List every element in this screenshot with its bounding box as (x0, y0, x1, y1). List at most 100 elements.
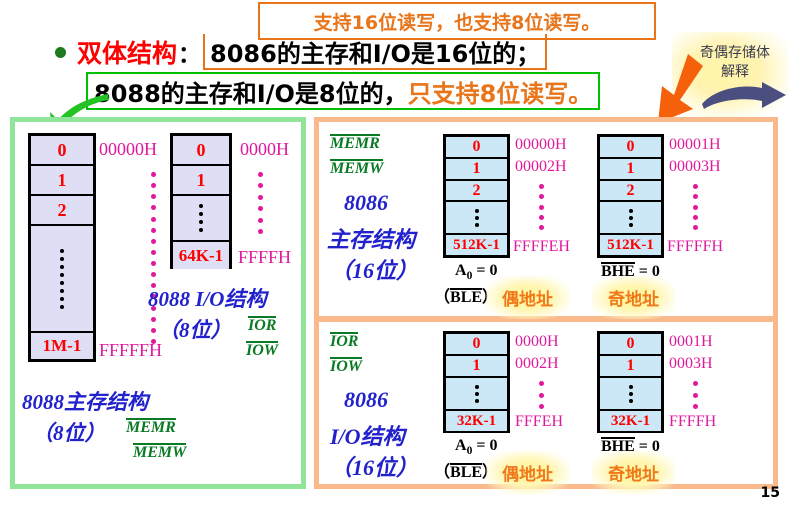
memcell: 1M-1 (31, 333, 93, 359)
select-signal-ble-name: BLE (450, 463, 483, 481)
page-number: 15 (760, 485, 780, 501)
memcell-ellipsis (600, 202, 661, 235)
signal-memw-left: MEMW (133, 443, 187, 462)
memcell: 32K-1 (446, 411, 507, 431)
badge-line-2: 解释 (721, 64, 749, 80)
signal-memr-right: MEMR (330, 134, 380, 153)
select-signal-bhe-value: = 0 (638, 263, 660, 280)
header-callout-text: 支持16位读写，也支持8位读写。 (313, 11, 601, 34)
caption-8086-memory-line2: 主存结构 (327, 227, 416, 252)
select-signal-a0-sub: 0 (466, 445, 473, 458)
signal-iow-right-text: IOW (330, 357, 363, 375)
address-label-0: 0001H (669, 333, 713, 350)
memcell: 1 (446, 356, 507, 378)
address-label-0: 0000H (515, 333, 559, 350)
select-signal-bhe-value: = 0 (638, 438, 660, 455)
signal-ior-right-text: IOR (330, 332, 359, 350)
header-line2-black-text: 8088的主存和I/O是8位的， (94, 79, 408, 108)
ble-open-paren: （ (434, 289, 451, 306)
select-signal-a0-name: A (455, 437, 467, 454)
address-label-last: FFFFH (238, 247, 292, 267)
badge-line-1: 奇偶存储体 (700, 45, 770, 61)
parity-label-even-memory: 偶地址 (486, 276, 569, 319)
memcell: 0 (446, 137, 507, 159)
address-ellipsis-dots (150, 172, 156, 344)
signal-memr-right-text: MEMR (330, 134, 380, 152)
memcell: 1 (600, 159, 661, 181)
caption-8086-memory-line1: 8086 (344, 190, 388, 215)
signal-ior-right: IOR (330, 332, 359, 351)
header-line2-orange-text: 只支持8位读写。 (407, 79, 593, 108)
address-label-0: 00001H (669, 136, 721, 153)
right-purple-arrow-icon (702, 82, 786, 109)
parity-label-even-memory-text: 偶地址 (502, 290, 553, 310)
memcol-8088-memory: 0 1 2 1M-1 (28, 133, 96, 362)
select-signal-a0-sub: 0 (466, 270, 473, 283)
address-label-last: FFFFFH (99, 340, 163, 360)
header-line-2-box: 8088的主存和I/O是8位的， 只支持8位读写。 (86, 72, 601, 110)
memcol-8086-io-even: 0 1 32K-1 (443, 331, 510, 433)
caption-8088-memory-line1: 8088主存结构 (22, 390, 148, 414)
select-signal-bhe-io: BHE = 0 (601, 437, 660, 456)
caption-8086-io-line2: I/O结构 (330, 424, 405, 449)
memcell: 1 (173, 166, 229, 196)
signal-ior-left-text: IOR (248, 316, 277, 334)
bullet-dot-icon (55, 46, 66, 58)
memcell-ellipsis (31, 226, 93, 333)
caption-8086-io-line1: 8086 (344, 387, 388, 412)
memcell: 0 (600, 137, 661, 159)
address-label-1: 00002H (515, 158, 567, 175)
memcell: 2 (31, 196, 93, 226)
address-label-last: FFFFFH (667, 238, 724, 255)
memcol-8086-memory-even: 0 1 2 512K-1 (443, 134, 510, 258)
parity-label-even-io-text: 偶地址 (502, 465, 553, 485)
address-label-first: 00000H (99, 139, 157, 159)
select-signal-a0-memory: A0 = 0 (455, 262, 497, 282)
memcol-8086-memory-odd: 0 1 2 512K-1 (597, 134, 664, 258)
memcell: 0 (31, 136, 93, 166)
signal-iow-left-text: IOW (246, 341, 279, 359)
address-ellipsis-dots (693, 381, 698, 409)
address-label-1: 0002H (515, 355, 559, 372)
address-ellipsis-dots (693, 184, 698, 230)
address-label-1: 0003H (669, 355, 713, 372)
select-signal-a0-io: A0 = 0 (455, 437, 497, 457)
memcell: 32K-1 (600, 411, 661, 431)
signal-memr-left-text: MEMR (126, 418, 176, 436)
select-signal-bhe-memory: BHE = 0 (601, 262, 660, 281)
memcell-ellipsis (173, 196, 229, 242)
memcell: 2 (446, 181, 507, 202)
parity-label-odd-io-text: 奇地址 (608, 465, 659, 485)
panel-divider (314, 316, 778, 322)
header-line1-text: 8086的主存和I/O是16位的； (210, 39, 541, 68)
header-bullet-label: 双体结构 (77, 39, 178, 68)
memcell: 0 (446, 334, 507, 356)
select-signal-a0-value: = 0 (476, 437, 498, 454)
select-signal-bhe-name: BHE (601, 437, 635, 455)
select-signal-a0-name: A (455, 262, 467, 279)
memcol-8088-io: 0 1 64K-1 (170, 133, 232, 269)
header-line-1: 双体结构 ： 8086的主存和I/O是16位的； (55, 34, 548, 70)
memcell: 0 (600, 334, 661, 356)
select-signal-ble-name: BLE (450, 288, 483, 306)
signal-memw-left-text: MEMW (133, 443, 187, 461)
memcell: 1 (600, 356, 661, 378)
memcol-8086-io-odd: 0 1 32K-1 (597, 331, 664, 433)
orange-down-arrow-icon (658, 54, 703, 123)
select-signal-a0-value: = 0 (476, 262, 498, 279)
signal-memw-right: MEMW (330, 159, 384, 178)
header-colon: ： (178, 42, 202, 68)
parity-label-odd-memory-text: 奇地址 (608, 290, 659, 310)
badge-text: 奇偶存储体 解释 (682, 44, 788, 82)
memcell: 0 (173, 136, 229, 166)
ble-open-paren: （ (434, 464, 451, 481)
memcell-ellipsis (600, 378, 661, 411)
signal-iow-left: IOW (246, 341, 279, 360)
caption-8088-memory-line2: （8位） (32, 421, 106, 445)
address-label-last: FFFEH (515, 413, 564, 430)
address-ellipsis-dots (257, 172, 263, 234)
address-ellipsis-dots (539, 184, 544, 230)
parity-label-odd-io: 奇地址 (592, 451, 675, 494)
memcell: 512K-1 (600, 235, 661, 255)
